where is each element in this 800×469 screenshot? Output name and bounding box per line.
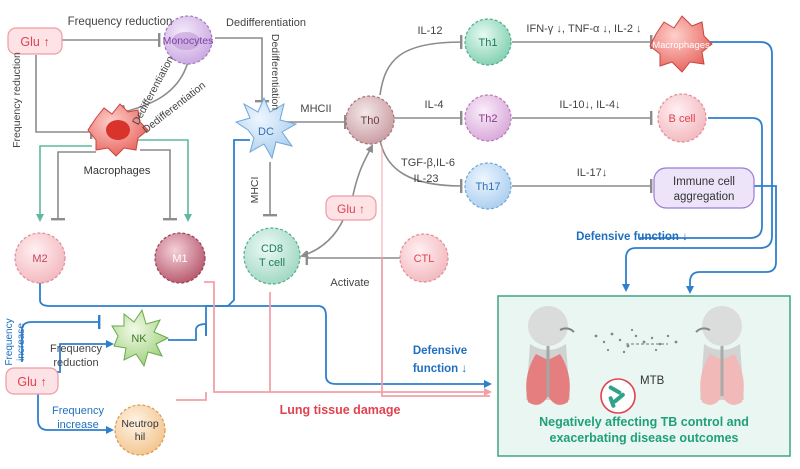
- patient-figure-right: [695, 306, 744, 405]
- edge-m1-damage: [204, 281, 492, 396]
- svg-text:M1: M1: [172, 253, 187, 265]
- label-tgf-il6: TGF-β,IL-6: [401, 157, 455, 169]
- nk-cell: NK: [111, 308, 170, 368]
- m2-cell: M2: [14, 232, 66, 284]
- outcome-line-1: Negatively affecting TB control and: [539, 415, 749, 429]
- svg-text:CTL: CTL: [414, 253, 435, 265]
- ctl-cell: CTL: [399, 233, 449, 283]
- svg-text:NK: NK: [131, 333, 147, 345]
- label-freq-reduction-nk-2: reduction: [53, 357, 98, 369]
- b-cell: B cell: [657, 93, 707, 143]
- svg-text:Glu ↑: Glu ↑: [337, 202, 365, 216]
- label-freq-increase-neu-2: increase: [57, 419, 99, 431]
- droplets-icon: [594, 328, 678, 354]
- label-mhci: MHCI: [249, 177, 261, 204]
- edge-macrophages-outcome: [622, 41, 773, 292]
- edge-bcell-outcome: [640, 117, 763, 239]
- svg-text:Glu ↑: Glu ↑: [17, 375, 46, 389]
- svg-text:Neutrop: Neutrop: [121, 418, 159, 430]
- svg-text:Monocytes: Monocytes: [163, 35, 214, 47]
- label-freq-reduction-nk-1: Frequency: [50, 343, 102, 355]
- edge-mac-m1-teal: [136, 139, 192, 222]
- label-defensive-function-right: Defensive function ↓: [576, 231, 688, 243]
- label-freq-increase-neu-1: Frequency: [52, 405, 104, 417]
- svg-text:T cell: T cell: [259, 257, 285, 269]
- edge-mac-m2-gray: [51, 151, 96, 221]
- label-dedifferentiation-1: Dedifferentiation: [226, 17, 306, 29]
- label-freq-reduction-top: Frequency reduction: [68, 16, 173, 28]
- svg-text:Macrophages: Macrophages: [652, 40, 710, 51]
- edge-mac-m2-teal: [36, 145, 92, 222]
- svg-text:CD8: CD8: [261, 243, 283, 255]
- label-activate: Activate: [330, 277, 369, 289]
- label-th1-effect: IFN-γ ↓, TNF-α ↓, IL-2 ↓: [526, 23, 641, 35]
- mtb-label: MTB: [640, 375, 665, 387]
- label-freq-increase-left-1: Frequency: [4, 318, 15, 365]
- glu-node-top: Glu ↑: [7, 27, 63, 55]
- dc-cell: DC: [234, 96, 298, 160]
- svg-text:M2: M2: [32, 253, 47, 265]
- svg-text:Th17: Th17: [475, 181, 500, 193]
- neutrophil-cell: Neutrop hil: [114, 404, 166, 456]
- monocytes-cell: Monocytes: [163, 15, 214, 65]
- label-th17-effect: IL-17↓: [577, 167, 608, 179]
- svg-text:Th2: Th2: [479, 113, 498, 125]
- edge-glubot-nk-increase: [21, 315, 101, 362]
- label-il12: IL-12: [417, 25, 442, 37]
- edge-immune-outcome: [686, 185, 777, 294]
- edge-monocytes-dc: [215, 37, 269, 103]
- edge-glucenter-th0: [351, 144, 373, 201]
- svg-text:Glu ↑: Glu ↑: [20, 35, 49, 49]
- th0-cell: Th0: [345, 95, 395, 145]
- edge-m2-outcome: [39, 282, 492, 388]
- glu-node-center: Glu ↑: [325, 195, 377, 221]
- edge-glu-macrophages: [35, 55, 93, 139]
- cd8-cell: CD8 T cell: [243, 227, 301, 285]
- outcome-line-2: exacerbating disease outcomes: [550, 431, 739, 445]
- svg-text:Immune cell: Immune cell: [673, 176, 735, 188]
- edge-neutrophil-damage: [176, 392, 207, 401]
- patient-figure-left: [526, 306, 575, 405]
- mtb-bacteria-icon: [600, 378, 636, 414]
- macrophages-cell: [87, 103, 149, 157]
- svg-text:Th1: Th1: [479, 37, 498, 49]
- svg-text:B cell: B cell: [669, 113, 696, 125]
- svg-text:DC: DC: [258, 126, 274, 138]
- edge-monocytes-macrophages: [121, 61, 189, 119]
- label-dedifferentiation-2: Dedifferentiation: [269, 34, 281, 110]
- macrophages-right-cell: Macrophages: [649, 15, 713, 73]
- edge-nk-outcome: [168, 323, 207, 341]
- th1-cell: Th1: [464, 18, 512, 66]
- glu-node-bottom: Glu ↑: [5, 367, 59, 395]
- edge-glubot-neutrophil: [37, 392, 114, 434]
- th2-cell: Th2: [464, 94, 512, 142]
- label-freq-increase-left-2: increase: [16, 323, 27, 361]
- svg-text:Th0: Th0: [361, 115, 380, 127]
- edge-th0-th1: [379, 34, 463, 96]
- immune-aggregation-box: Immune cell aggregation: [653, 167, 755, 209]
- macrophages-label: Macrophages: [84, 165, 151, 177]
- label-il23: IL-23: [413, 173, 438, 185]
- edge-dc-outcome: [205, 139, 250, 336]
- label-th2-effect: IL-10↓, IL-4↓: [559, 99, 620, 111]
- label-freq-reduction-left: Frequency reduction: [11, 52, 23, 148]
- label-defensive-function-mid-2: function ↓: [413, 363, 467, 375]
- edge-mac-m1-gray: [140, 149, 177, 221]
- th17-cell: Th17: [464, 162, 512, 210]
- label-defensive-function-mid-1: Defensive: [413, 345, 467, 357]
- edge-ctl-damage: [381, 258, 490, 397]
- label-lung-tissue-damage: Lung tissue damage: [280, 403, 401, 417]
- m1-cell: M1: [154, 232, 206, 284]
- label-il4: IL-4: [425, 99, 444, 111]
- outcome-panel: MTB Negatively affecting TB control and …: [497, 295, 791, 457]
- label-mhcii: MHCII: [300, 103, 331, 115]
- svg-text:hil: hil: [135, 431, 146, 443]
- edge-glucenter-cd8: [300, 217, 345, 258]
- svg-text:aggregation: aggregation: [674, 191, 735, 203]
